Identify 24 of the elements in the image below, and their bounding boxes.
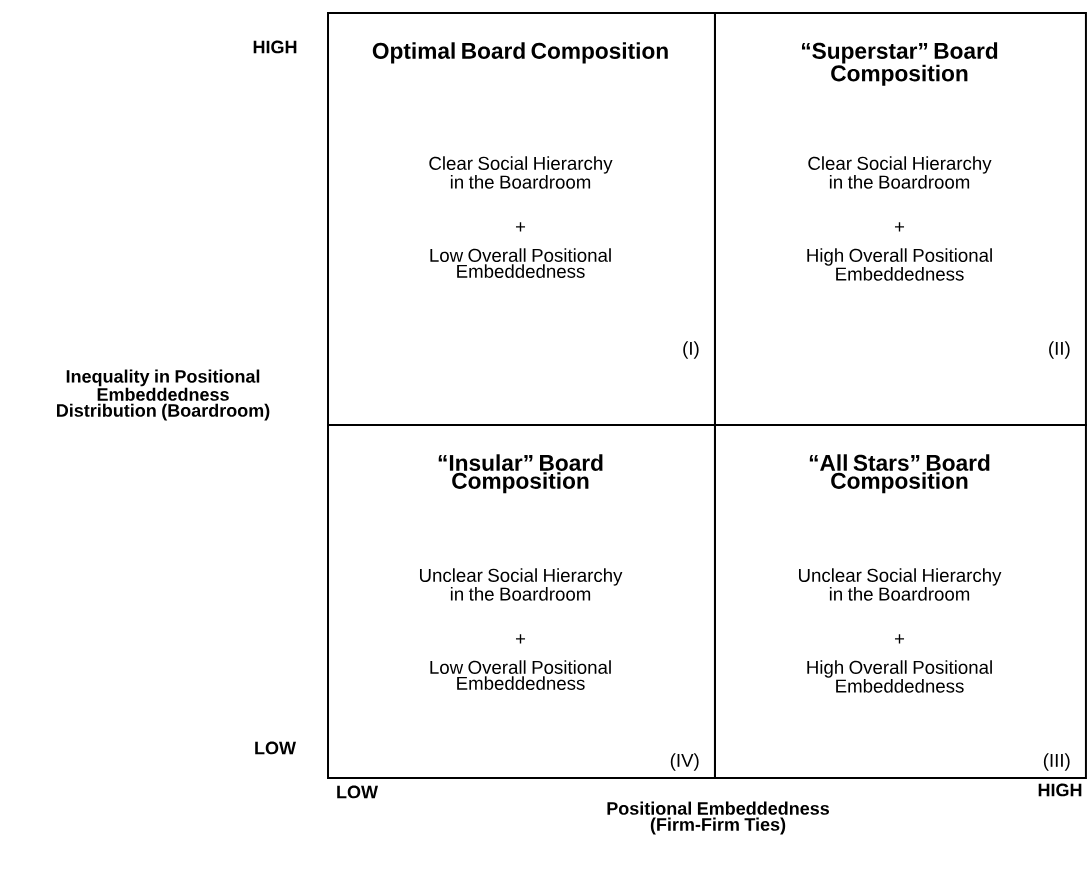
- quadrant-number: (III): [1043, 753, 1070, 771]
- plus-sign: +: [516, 634, 526, 644]
- quadrant-description: High Overall Positional Embeddedness: [807, 660, 992, 693]
- quadrant-heading: “Superstar” Board Composition: [801, 42, 998, 86]
- quadrant-number: (II): [1049, 341, 1070, 359]
- plus-sign: +: [895, 222, 905, 232]
- axis-value: HIGH: [253, 40, 297, 54]
- quadrant-description: Low Overall Positional Embeddedness: [430, 660, 611, 690]
- quadrant-description: Clear Social Hierarchy in the Boardroom: [808, 156, 992, 189]
- quadrant-heading: “All Stars” Board Composition: [809, 454, 990, 494]
- quadrant-number: (IV): [670, 753, 699, 771]
- quadrant-description: Low Overall Positional Embeddedness: [430, 248, 611, 278]
- axis-value: LOW: [255, 741, 296, 755]
- plus-sign: +: [516, 222, 526, 232]
- quadrant-number: (I): [683, 341, 699, 359]
- quadrant-description: High Overall Positional Embeddedness: [807, 248, 992, 281]
- quadrant-description: Unclear Social Hierarchy in the Boardroom: [799, 568, 1002, 601]
- plus-sign: +: [895, 634, 905, 644]
- quadrant-heading: “Insular” Board Composition: [438, 454, 603, 494]
- quadrant-description: Unclear Social Hierarchy in the Boardroom: [420, 568, 623, 601]
- axis-title: Positional Embeddedness (Firm-Firm Ties): [607, 801, 830, 835]
- axis-title: Inequality in Positional Embeddedness Distribution (Boardroom): [57, 369, 270, 421]
- quadrant-description: Clear Social Hierarchy in the Boardroom: [429, 156, 613, 189]
- quadrant-heading: Optimal Board Composition: [372, 42, 668, 64]
